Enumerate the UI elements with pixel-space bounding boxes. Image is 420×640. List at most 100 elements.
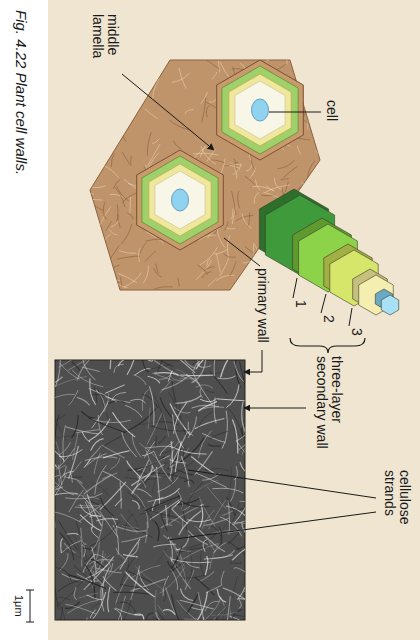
cellulose-strand bbox=[82, 432, 90, 442]
cellulose-strand bbox=[154, 452, 172, 482]
cellulose-strand bbox=[114, 364, 124, 373]
cellulose-strand bbox=[222, 511, 233, 515]
cellulose-strand bbox=[171, 509, 188, 524]
fibre bbox=[86, 188, 94, 194]
leader-line bbox=[321, 294, 326, 313]
cellulose-strand bbox=[130, 399, 145, 403]
cellulose-strand bbox=[159, 370, 173, 379]
cellulose-strand bbox=[205, 556, 208, 575]
cellulose-strand bbox=[57, 423, 66, 441]
fibre bbox=[154, 268, 162, 277]
fibre bbox=[309, 190, 318, 194]
cellulose-strand bbox=[55, 477, 58, 494]
cellulose-strand bbox=[65, 604, 95, 614]
cellulose-strand bbox=[145, 446, 171, 448]
cellulose-strand bbox=[116, 548, 125, 559]
fibre bbox=[209, 99, 217, 103]
fibre bbox=[153, 78, 160, 99]
cellulose-strand bbox=[174, 402, 187, 433]
fibre bbox=[85, 108, 110, 111]
cellulose-strand bbox=[184, 480, 194, 484]
cellulose-strand bbox=[62, 540, 82, 553]
cellulose-strand bbox=[68, 600, 99, 613]
fibre bbox=[119, 251, 136, 254]
cellulose-strand bbox=[181, 456, 189, 487]
cellulose-strand bbox=[86, 500, 93, 514]
cellulose-strand bbox=[76, 522, 86, 559]
cellulose-strand bbox=[56, 597, 70, 600]
cellulose-strand bbox=[220, 517, 242, 537]
cellulose-strand bbox=[128, 571, 153, 583]
cellulose-strand bbox=[58, 602, 66, 620]
cellulose-strand bbox=[221, 607, 226, 621]
cellulose-strand bbox=[77, 397, 90, 405]
cellulose-strand bbox=[232, 539, 245, 560]
cellulose-strand bbox=[158, 360, 173, 372]
fibre bbox=[266, 58, 274, 61]
cellulose-strand bbox=[113, 601, 128, 605]
cellulose-strand bbox=[148, 407, 150, 429]
cellulose-strand bbox=[125, 514, 135, 533]
fibre bbox=[284, 166, 298, 177]
cellulose-strand bbox=[171, 569, 177, 589]
cellulose-strand bbox=[80, 515, 101, 531]
fibre bbox=[225, 222, 228, 231]
cellulose-strand bbox=[210, 431, 229, 438]
cellulose-strand bbox=[169, 506, 171, 523]
cellulose-strand bbox=[55, 608, 56, 620]
fibre bbox=[235, 168, 237, 179]
fibre bbox=[87, 78, 106, 82]
fibre bbox=[139, 248, 141, 262]
cellulose-strand bbox=[120, 556, 136, 586]
cellulose-strand bbox=[232, 420, 237, 454]
cellulose-strand bbox=[238, 598, 241, 608]
cellulose-strand bbox=[55, 475, 60, 479]
fibre bbox=[140, 243, 146, 254]
cellulose-strand bbox=[155, 436, 156, 447]
fibre bbox=[178, 278, 180, 286]
cell-content bbox=[172, 189, 189, 211]
cellulose-strand bbox=[105, 385, 125, 394]
part-label: middle lamella bbox=[89, 14, 120, 76]
cellulose-strand bbox=[161, 525, 172, 528]
cellulose-strand bbox=[118, 595, 133, 620]
cellulose-strand bbox=[55, 436, 82, 440]
cellulose-strand bbox=[131, 464, 164, 485]
wall-layer-face bbox=[381, 295, 398, 315]
cellulose-strand bbox=[113, 596, 126, 620]
cellulose-strand bbox=[149, 386, 154, 425]
cellulose-strand bbox=[180, 600, 214, 609]
fibre bbox=[143, 62, 162, 64]
fibre bbox=[130, 156, 132, 166]
fibre bbox=[220, 258, 229, 276]
cellulose-strand bbox=[80, 506, 101, 521]
cellulose-strand bbox=[150, 548, 167, 571]
fibre bbox=[224, 253, 236, 257]
micrograph bbox=[55, 360, 245, 620]
cellulose-strand bbox=[121, 514, 138, 534]
cellulose-strand bbox=[91, 527, 98, 538]
fibre bbox=[146, 239, 163, 241]
cellulose-strand bbox=[166, 507, 174, 520]
fibre bbox=[243, 255, 262, 263]
cellulose-strand bbox=[101, 445, 124, 458]
fibre bbox=[156, 264, 159, 274]
fibre bbox=[117, 284, 128, 288]
fibre bbox=[245, 247, 257, 256]
cellulose-strand bbox=[152, 462, 168, 494]
fibre bbox=[253, 243, 258, 263]
fibre bbox=[212, 72, 217, 79]
fibre bbox=[102, 73, 111, 96]
fibre bbox=[174, 141, 182, 149]
fibre bbox=[279, 282, 286, 287]
cellulose-strand bbox=[181, 589, 194, 601]
cellulose-strand bbox=[59, 521, 78, 551]
cellulose-strand bbox=[91, 439, 104, 451]
cellulose-strand bbox=[188, 417, 197, 439]
cellulose-strand bbox=[61, 538, 63, 553]
fibre bbox=[123, 130, 127, 141]
leader-line bbox=[349, 308, 352, 326]
cellulose-strand bbox=[244, 591, 245, 603]
cellulose-strand bbox=[59, 442, 71, 455]
